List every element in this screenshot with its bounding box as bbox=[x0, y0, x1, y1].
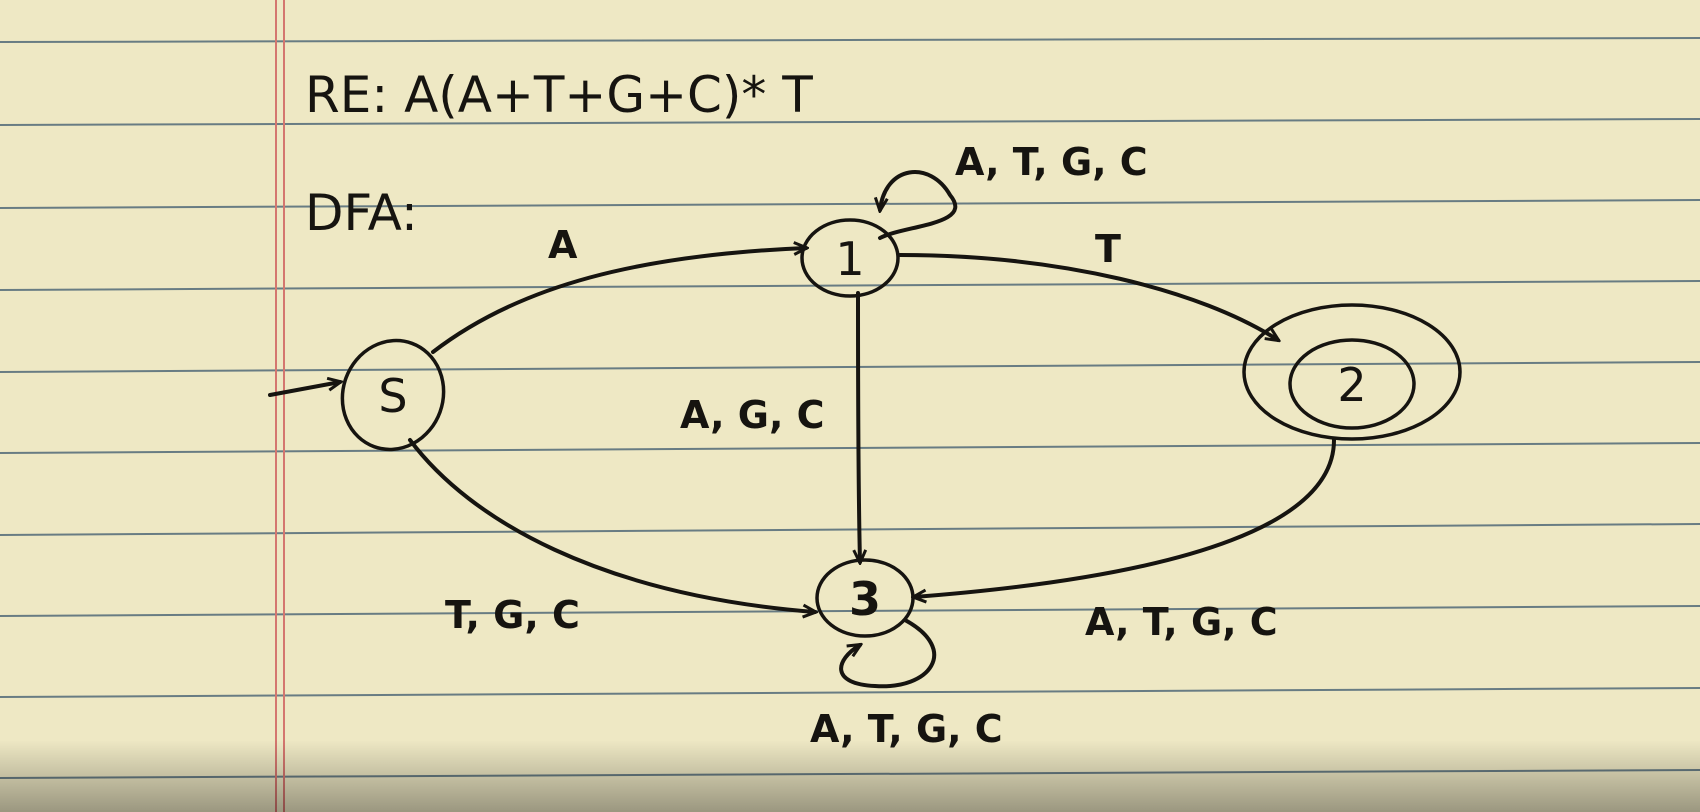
state-label: S bbox=[378, 369, 407, 423]
label-1-to-2: T bbox=[1095, 227, 1121, 271]
edge-3-loop bbox=[839, 618, 937, 689]
edge-1-to-2 bbox=[898, 253, 1278, 340]
dfa-heading: DFA: bbox=[305, 184, 418, 242]
edge-s-to-3 bbox=[408, 438, 815, 612]
label-1-to-3: A, G, C bbox=[680, 393, 825, 437]
page-shadow bbox=[0, 740, 1700, 812]
label-s-to-3: T, G, C bbox=[445, 593, 580, 637]
state-2: 2 bbox=[1242, 303, 1462, 441]
state-label: 2 bbox=[1337, 358, 1366, 412]
regex-heading: RE: A(A+T+G+C)* T bbox=[305, 66, 813, 124]
label-1-loop: A, T, G, C bbox=[955, 140, 1148, 184]
edge-2-to-3 bbox=[914, 438, 1336, 597]
start-arrow bbox=[268, 382, 340, 397]
label-3-loop: A, T, G, C bbox=[810, 707, 1003, 751]
edge-1-loop bbox=[880, 170, 958, 240]
label-2-to-3: A, T, G, C bbox=[1085, 600, 1278, 644]
state-1: 1 bbox=[800, 218, 900, 298]
state-s: S bbox=[340, 338, 446, 452]
edge-1-to-3 bbox=[858, 291, 860, 562]
state-label: 1 bbox=[835, 232, 864, 286]
state-3: 3 bbox=[815, 558, 915, 638]
edge-s-to-1 bbox=[431, 248, 806, 354]
state-label: 3 bbox=[849, 572, 881, 626]
label-s-to-1: A bbox=[548, 223, 578, 267]
margin-line bbox=[275, 0, 285, 812]
